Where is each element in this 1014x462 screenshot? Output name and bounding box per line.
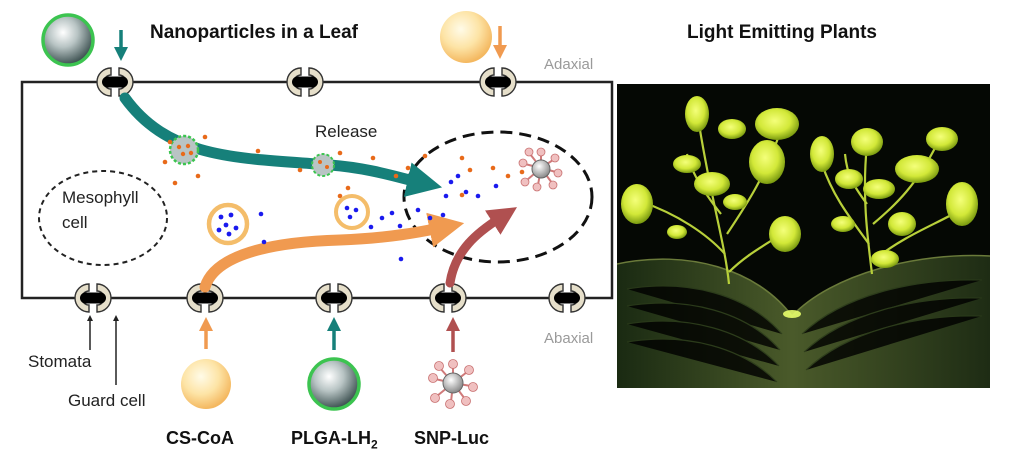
snp-luc-particle <box>428 359 478 409</box>
cs-coa-particle <box>181 359 231 409</box>
mesophyll-cell-label: cell <box>62 213 88 232</box>
target-cell <box>402 130 594 264</box>
cs-particle-inner-1 <box>206 202 250 246</box>
left-title: Nanoparticles in a Leaf <box>150 22 359 43</box>
glowing-plants-photo <box>617 84 990 388</box>
right-title: Light Emitting Plants <box>687 22 877 43</box>
guard-cell-label: Guard cell <box>68 391 146 410</box>
teal-pathway-arrow <box>119 92 443 197</box>
plga-lh2-subscript: 2 <box>371 437 378 452</box>
snp-luc-inner <box>518 147 563 192</box>
snp-luc-label: SNP-Luc <box>414 428 490 448</box>
plga-lh2-label: PLGA-LH2 <box>291 428 378 452</box>
cs-coa-label: CS-CoA <box>166 428 234 448</box>
luciferin-dots <box>162 134 525 199</box>
releasing-particle-1 <box>168 134 200 166</box>
release-label: Release <box>315 122 378 141</box>
adaxial-label: Adaxial <box>544 56 594 73</box>
plga-lh2-particle <box>307 357 361 411</box>
abaxial-label: Abaxial <box>544 330 594 347</box>
red-pathway-arrow <box>445 207 518 288</box>
mesophyll-label: Mesophyll <box>62 188 139 207</box>
leaf-outline <box>20 80 614 300</box>
releasing-particle-2 <box>311 153 335 177</box>
plga-lh2-name: PLGA-LH <box>291 428 371 448</box>
mesophyll-cell <box>38 170 168 266</box>
plga-particle-top <box>41 13 95 67</box>
cs-particle-top <box>440 11 492 63</box>
coa-dots <box>258 173 499 262</box>
photo-illustration <box>617 84 990 388</box>
cs-particle-inner-2 <box>334 194 370 230</box>
orange-pathway-arrow <box>199 212 465 293</box>
stomata-label: Stomata <box>28 352 92 371</box>
